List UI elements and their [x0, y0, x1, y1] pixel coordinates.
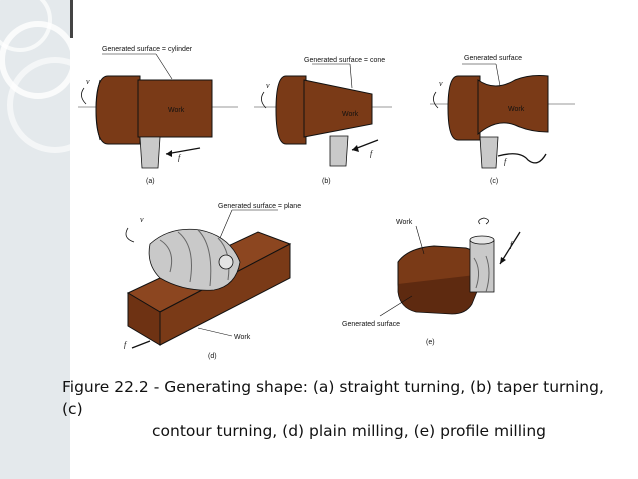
label-b-work: Work — [342, 111, 359, 118]
tool-b — [329, 135, 349, 167]
tag-c: (c) — [490, 178, 498, 185]
diagram-a-straight-turning: Generated surface = cylinder Work v f (a… — [78, 46, 238, 185]
label-d-surface: Generated surface = plane — [218, 203, 301, 210]
label-b-v: v — [266, 81, 270, 90]
label-b-f: f — [370, 149, 374, 158]
tool-c — [479, 136, 499, 169]
label-b-surface: Generated surface = cone — [304, 57, 385, 64]
label-e-surface: Generated surface — [342, 321, 400, 328]
diagram-b-taper-turning: Generated surface = cone Work v f (b) — [254, 57, 392, 185]
diagram-c-contour-turning: Generated surface Work v f (c) — [430, 55, 575, 185]
label-e-work: Work — [396, 219, 413, 226]
diagram-e-profile-milling: Work Generated surface f (e) — [342, 217, 521, 346]
workpiece-d-side — [159, 243, 291, 346]
label-c-work: Work — [508, 106, 525, 113]
workpiece-c-chuck — [447, 75, 481, 141]
diagram-d-plain-milling: Generated surface = plane Work v f (d) — [124, 203, 301, 360]
milling-cutter — [148, 228, 241, 291]
workpiece-b — [303, 79, 373, 138]
label-d-work: Work — [234, 334, 251, 341]
label-d-v: v — [140, 215, 144, 224]
label-a-v: v — [86, 77, 90, 86]
label-e-f: f — [510, 240, 514, 249]
label-a-f: f — [178, 153, 182, 162]
tag-a: (a) — [146, 178, 155, 185]
label-c-v: v — [439, 79, 443, 88]
workpiece-b-chuck — [275, 75, 307, 145]
tool-a — [139, 136, 161, 169]
end-mill — [469, 235, 495, 293]
workpiece-c — [477, 75, 549, 136]
caption-line-1: Figure 22.2 - Generating shape: (a) stra… — [62, 378, 604, 418]
tag-e: (e) — [426, 339, 435, 346]
label-d-f: f — [124, 340, 128, 349]
figure-caption: Figure 22.2 - Generating shape: (a) stra… — [62, 376, 622, 442]
tag-d: (d) — [208, 353, 217, 360]
label-c-f: f — [504, 157, 508, 166]
workpiece-a — [137, 79, 213, 138]
label-a-work: Work — [168, 107, 185, 114]
label-c-surface: Generated surface — [464, 55, 522, 62]
tag-b: (b) — [322, 178, 331, 185]
label-a-surface: Generated surface = cylinder — [102, 46, 193, 53]
workpiece-a-chuck — [95, 75, 141, 145]
caption-line-2: contour turning, (d) plain milling, (e) … — [152, 422, 546, 440]
